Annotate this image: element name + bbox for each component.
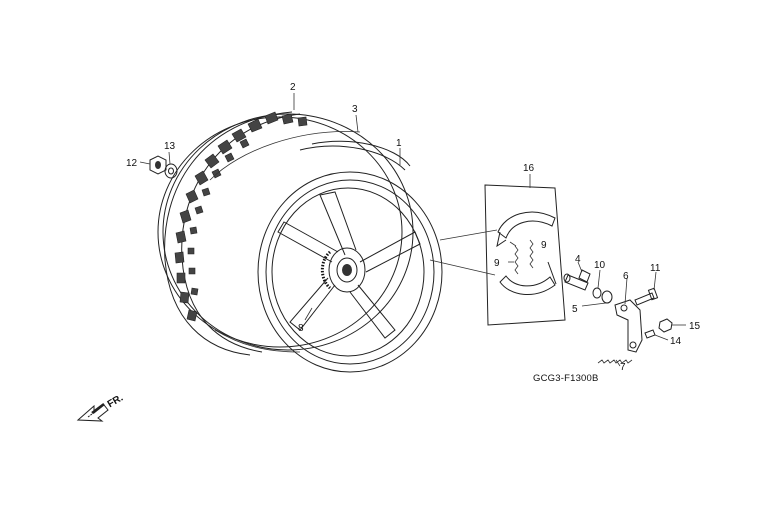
callout-6: 6 [623, 271, 629, 282]
wheel-spokes [277, 191, 421, 339]
callout-3: 3 [352, 104, 358, 115]
cam-seal [601, 290, 613, 304]
callout-9-lower: 9 [494, 258, 500, 269]
brake-shoe-lower [499, 261, 557, 296]
tire [157, 111, 414, 356]
brake-shoe-box [429, 184, 566, 326]
callout-5: 5 [572, 304, 578, 315]
diagram-code: GCG3-F1300B [533, 373, 599, 384]
callout-7: 7 [620, 362, 626, 373]
callout-11: 11 [650, 263, 661, 274]
arm-pin [644, 329, 656, 339]
callout-4: 4 [575, 254, 581, 265]
callout-8: 8 [298, 323, 304, 334]
callouts: 2 3 1 16 13 12 8 9 9 4 10 5 6 11 15 14 7 [126, 82, 701, 373]
callout-13: 13 [164, 141, 176, 152]
washer [164, 163, 178, 179]
front-arrow-icon [76, 403, 109, 422]
callout-16: 16 [523, 163, 535, 174]
callout-2: 2 [290, 82, 296, 93]
wheel-rim [257, 140, 443, 373]
rim-band [209, 131, 361, 353]
return-spring [597, 359, 633, 364]
callout-14: 14 [670, 336, 682, 347]
brake-shoe-upper [496, 211, 556, 248]
callout-10: 10 [594, 260, 606, 271]
callout-9-upper: 9 [541, 240, 547, 251]
callout-1: 1 [396, 138, 402, 149]
leader-lines [139, 93, 686, 367]
front-direction-indicator: FR. [76, 393, 126, 422]
callout-15: 15 [689, 321, 701, 332]
arm-nut [658, 318, 673, 333]
brake-spring [514, 239, 534, 275]
axle-nut [149, 155, 167, 175]
callout-12: 12 [126, 158, 138, 169]
wheel-hub [320, 247, 366, 293]
arm-bolt [634, 287, 659, 306]
cam-washer [592, 287, 602, 299]
brake-cam [563, 269, 591, 291]
tire-tread [174, 111, 308, 322]
brake-arm [614, 299, 643, 353]
front-label: FR. [106, 393, 126, 411]
